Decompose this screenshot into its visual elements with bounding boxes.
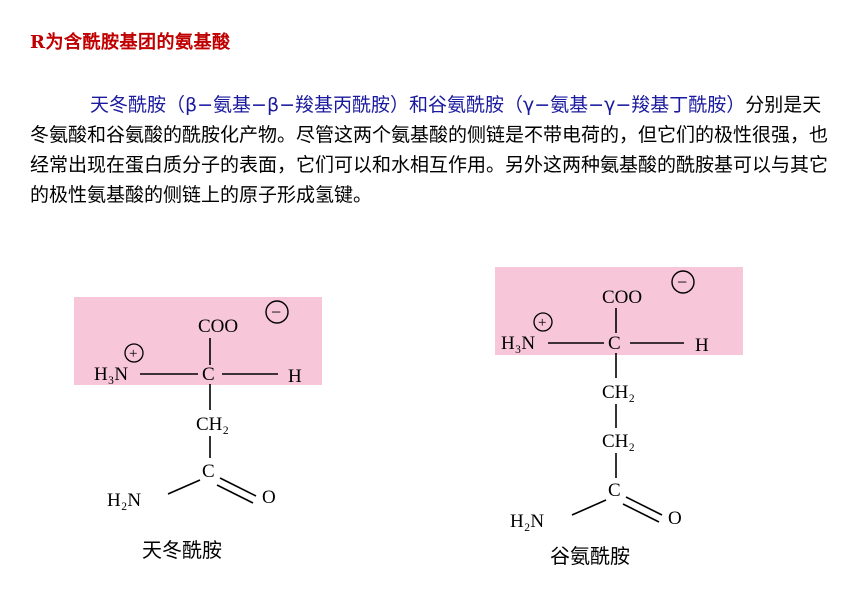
asparagine-backbone-highlight xyxy=(74,297,322,385)
gln-alpha-carbon: C xyxy=(608,333,621,354)
gln-ch2-label-1: CH₂ xyxy=(602,382,635,403)
description-paragraph: 天冬酰胺（β−氨基−β−羧基丙酰胺）和谷氨酰胺（γ−氨基−γ−羧基丁酰胺）分别是… xyxy=(30,90,830,210)
asn-positive-charge-icon xyxy=(124,343,144,363)
asn-coo-label: COO xyxy=(198,316,238,337)
asn-alpha-carbon: C xyxy=(202,364,215,385)
gln-coo-label: COO xyxy=(602,287,642,308)
asn-negative-charge-icon xyxy=(265,300,289,324)
gln-oxygen-label: O xyxy=(668,508,682,529)
asn-h2n-label: H₂N xyxy=(107,490,141,511)
gln-positive-charge-icon xyxy=(533,312,553,332)
gln-h3n-label: H₃N xyxy=(501,333,535,354)
asn-negative-sign: − xyxy=(271,302,281,322)
gln-negative-charge-icon xyxy=(671,270,695,294)
page-title: R为含酰胺基团的氨基酸 xyxy=(30,32,231,53)
gln-h-label: H xyxy=(695,335,709,356)
glutamine-backbone-highlight xyxy=(495,267,743,355)
gln-amide-carbon: C xyxy=(608,480,621,501)
asn-positive-sign: + xyxy=(129,346,137,362)
glutamine-caption: 谷氨酰胺 xyxy=(550,544,630,568)
gln-positive-sign: + xyxy=(538,315,546,331)
gln-ch2-label-2: CH₂ xyxy=(602,431,635,452)
asn-h3n-label: H₃N xyxy=(94,364,128,385)
asparagine-caption: 天冬酰胺 xyxy=(142,538,222,562)
gln-h2n-label: H₂N xyxy=(510,511,544,532)
asn-ch2-label: CH₂ xyxy=(196,414,229,435)
asn-oxygen-label: O xyxy=(262,487,276,508)
asn-amide-carbon: C xyxy=(202,461,215,482)
gln-negative-sign: − xyxy=(677,272,687,292)
asn-h-label: H xyxy=(288,366,302,387)
amino-acid-names: 天冬酰胺（β−氨基−β−羧基丙酰胺）和谷氨酰胺（γ−氨基−γ−羧基丁酰胺） xyxy=(90,94,746,116)
description-text: 分别是天冬氨酸和谷氨酸的酰胺化产物。尽管这两个氨基酸的侧链是不带电荷的，但它们的… xyxy=(30,94,829,206)
